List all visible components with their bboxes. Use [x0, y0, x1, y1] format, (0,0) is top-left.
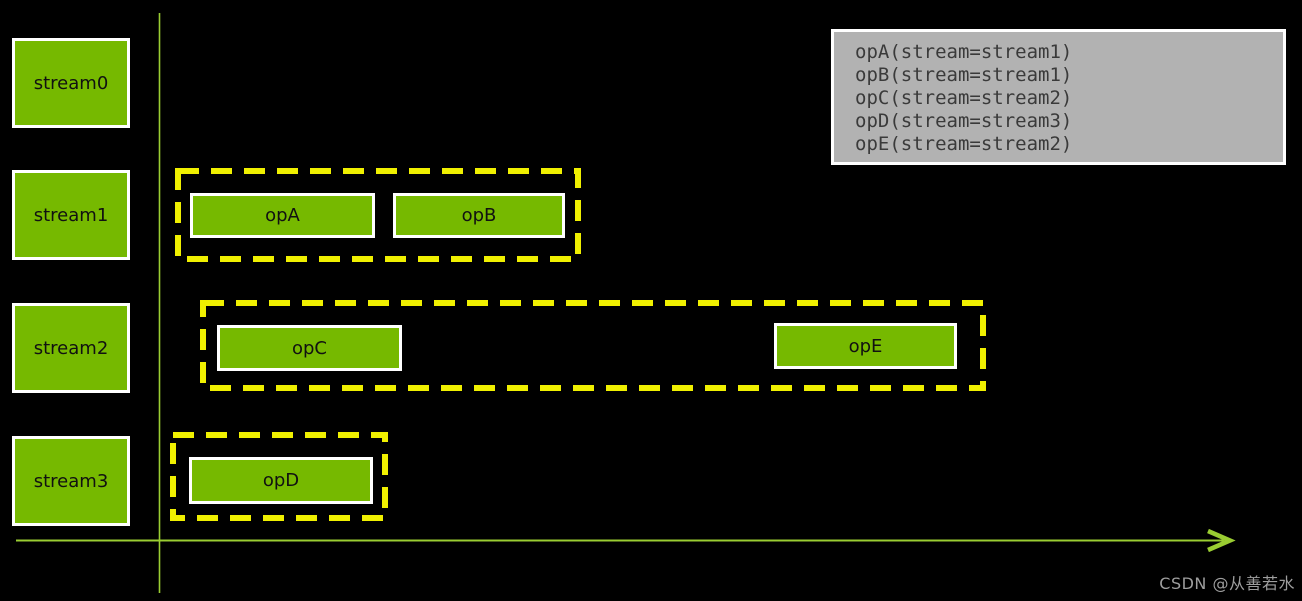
opE-label: opE: [848, 335, 883, 357]
opD-label: opD: [262, 470, 300, 491]
code-line-opA: opA(stream=stream1): [855, 41, 1073, 63]
opC-label: opC: [291, 337, 327, 359]
code-line-opE: opE(stream=stream2): [855, 133, 1073, 155]
code-line-opC: opC(stream=stream2): [855, 87, 1073, 109]
code-snippet-panel: opA(stream=stream1) opB(stream=stream1) …: [831, 29, 1286, 165]
stream1-label: stream1: [33, 204, 109, 226]
opD-box: opD: [189, 457, 373, 504]
stream1-label-box: stream1: [12, 170, 130, 260]
stream3-ops-group-outline: [170, 432, 388, 521]
time-axis-arrow-icon: [1207, 528, 1236, 553]
csdn-watermark: CSDN @从善若水: [1159, 574, 1295, 593]
opB-box: opB: [393, 193, 565, 238]
stream2-label-box: stream2: [12, 303, 130, 393]
stream3-label: stream3: [33, 470, 109, 492]
opA-label: opA: [265, 205, 300, 226]
stream0-label-box: stream0: [12, 38, 130, 128]
opA-box: opA: [190, 193, 375, 238]
code-line-opB: opB(stream=stream1): [855, 64, 1073, 86]
opB-label: opB: [461, 205, 497, 226]
stream0-label: stream0: [33, 72, 109, 94]
stream1-ops-group-outline: [175, 168, 581, 262]
code-line-opD: opD(stream=stream3): [855, 110, 1073, 132]
opC-box: opC: [217, 325, 402, 371]
stream2-label: stream2: [33, 337, 109, 359]
opE-box: opE: [774, 323, 957, 369]
stream3-label-box: stream3: [12, 436, 130, 526]
stream2-ops-group-outline: [200, 300, 986, 391]
